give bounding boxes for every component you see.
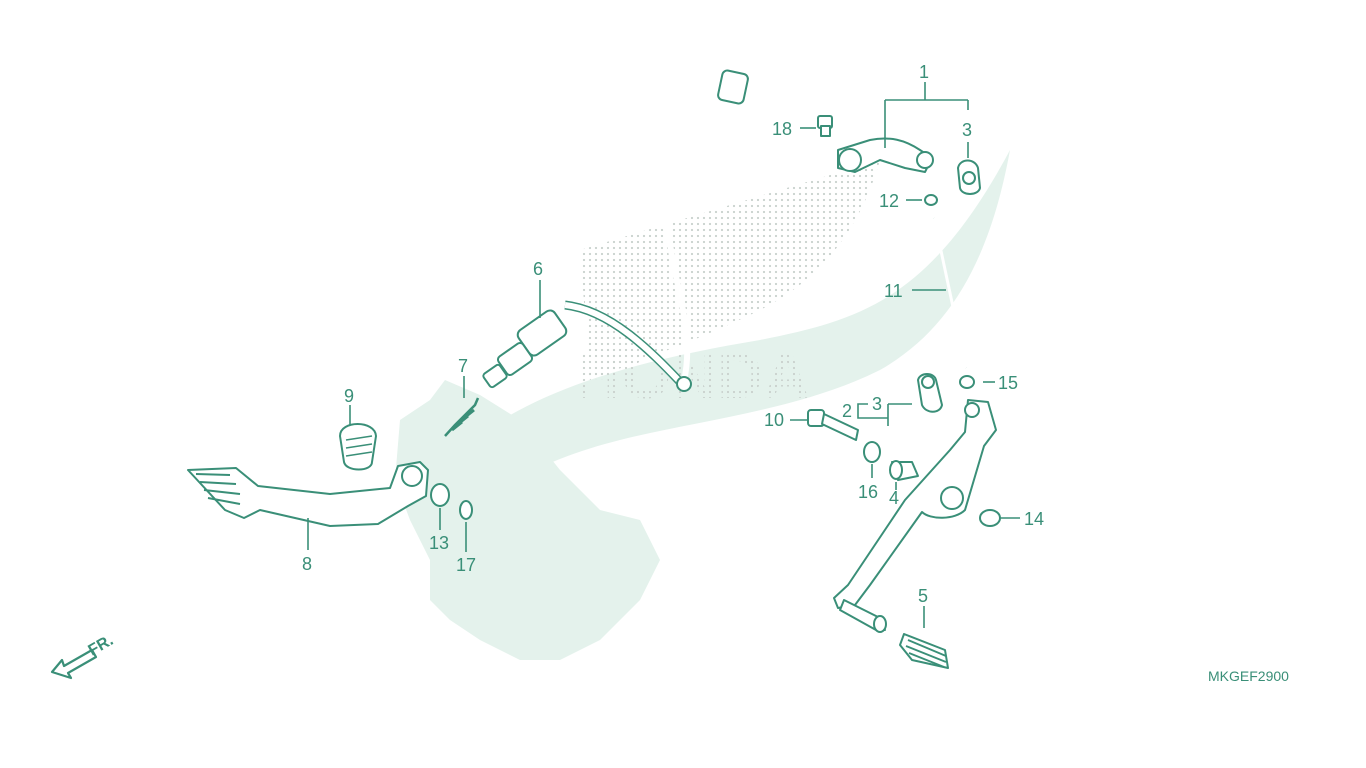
callout-9: 9	[344, 386, 354, 406]
callout-3-lower: 3	[872, 394, 882, 414]
watermark-wing-logo: HONDA	[395, 150, 1010, 660]
callout-17: 17	[456, 555, 476, 575]
callout-4: 4	[889, 488, 899, 508]
part-5-rubber-grip	[899, 633, 949, 669]
callout-labels: 1 2 3 3 4 5 6 7 8 9 10 11 12 13 14 15 16…	[302, 62, 1044, 606]
part-10-pivot-bolt	[807, 409, 859, 441]
front-direction-indicator: FR.	[50, 632, 116, 680]
part-3-lower-joint	[917, 373, 943, 413]
callout-6: 6	[533, 259, 543, 279]
callout-13: 13	[429, 533, 449, 553]
part-16-washer	[863, 441, 881, 463]
part-9-return-spring	[339, 423, 377, 471]
part-6-switch-cable	[482, 69, 749, 392]
part-14-washer	[979, 509, 1001, 527]
part-1-shift-arm	[837, 137, 934, 173]
callout-14: 14	[1024, 509, 1044, 529]
part-13-washer	[430, 483, 450, 507]
callout-16: 16	[858, 482, 878, 502]
watermark-wing	[450, 150, 1010, 520]
part-8-brake-pedal	[187, 461, 429, 527]
callout-3-upper: 3	[962, 120, 972, 140]
callout-12: 12	[879, 191, 899, 211]
watermark-brand-text: HONDA	[575, 340, 810, 412]
part-12-nut	[924, 194, 938, 206]
leader-lines	[307, 82, 1020, 628]
callout-8: 8	[302, 554, 312, 574]
callout-5: 5	[918, 586, 928, 606]
part-15-nut	[959, 375, 975, 389]
callout-2: 2	[842, 401, 852, 421]
watermark-dot-wing	[580, 160, 880, 380]
part-4-bushing	[889, 460, 919, 481]
callout-1: 1	[919, 62, 929, 82]
part-7-spring	[444, 397, 480, 437]
callout-11: 11	[884, 281, 903, 301]
part-17-circlip	[459, 500, 473, 520]
callout-15: 15	[998, 373, 1018, 393]
callout-7: 7	[458, 356, 468, 376]
part-3-upper-joint	[957, 159, 981, 195]
callout-18: 18	[772, 119, 792, 139]
front-arrow-icon	[50, 648, 98, 680]
part-2-shift-pedal	[833, 399, 997, 633]
diagram-code: MKGEF2900	[1208, 668, 1289, 684]
part-18-bolt	[817, 115, 833, 137]
callout-10: 10	[764, 410, 784, 430]
